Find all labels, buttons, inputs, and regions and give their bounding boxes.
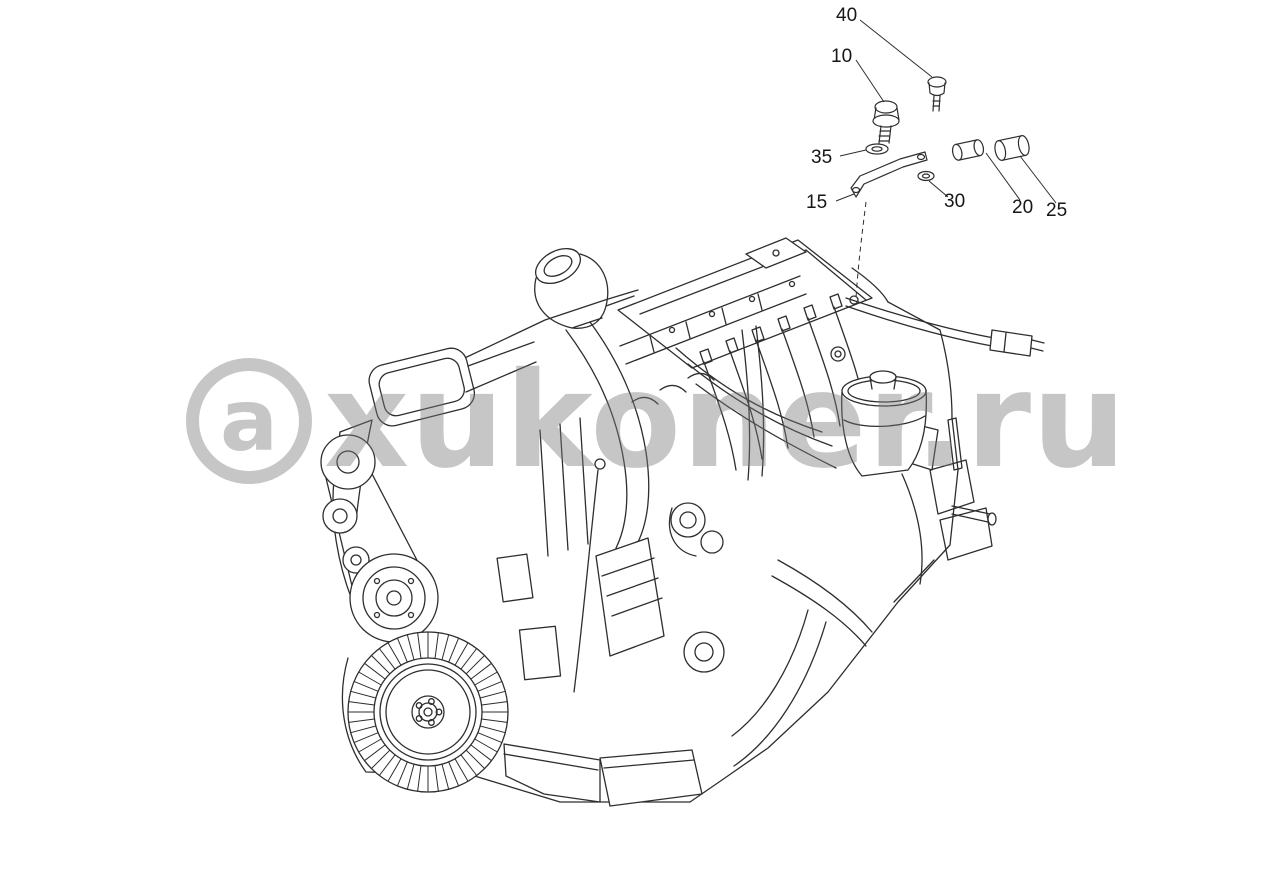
part-sleeve-20 (951, 139, 985, 161)
part-washer-35 (865, 143, 889, 155)
callout-25: 25 (1046, 200, 1068, 221)
air-inlet-housing (368, 341, 537, 427)
callout-30: 30 (944, 191, 966, 212)
part-bracket-15 (850, 151, 928, 198)
callout-20: 20 (1012, 197, 1034, 218)
cooling-fan (347, 631, 509, 793)
oil-pan (503, 743, 703, 807)
belt-drive (320, 434, 439, 643)
callout-10: 10 (831, 46, 853, 67)
expansion-tank (841, 370, 928, 477)
part-washer-30 (917, 170, 935, 182)
part-bolt-10 (872, 100, 900, 144)
intake-downpipe (565, 321, 650, 553)
part-bolt-40 (927, 76, 947, 112)
callout-40: 40 (836, 5, 858, 26)
injection-pipes (675, 293, 867, 481)
part-clamp-25 (994, 135, 1030, 161)
block-details (496, 372, 724, 693)
callout-15: 15 (806, 192, 828, 213)
wiring-harness (830, 295, 1045, 362)
valve-cover (617, 237, 873, 369)
flywheel-housing (683, 609, 827, 767)
callout-35: 35 (811, 147, 833, 168)
leader-lines (835, 19, 1057, 299)
intake-elbow (534, 247, 635, 329)
